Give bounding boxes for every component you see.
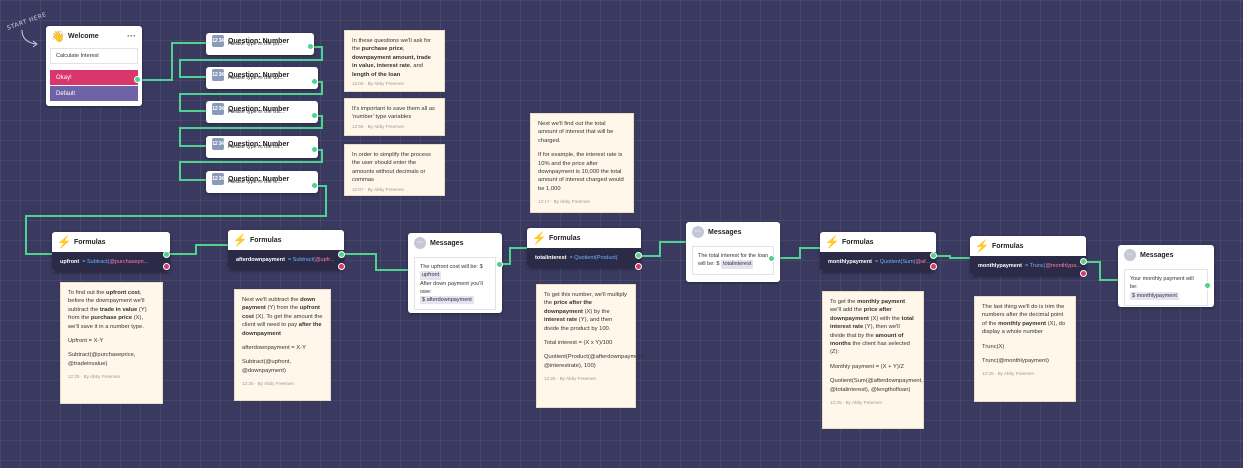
formula-success-port[interactable] (635, 252, 642, 259)
message-port[interactable] (1204, 282, 1211, 289)
question-prompt: Please type in the le... (228, 179, 283, 185)
note-timestamp: 12:25 · By Abby Freemen (544, 376, 597, 382)
messages-node-upfront[interactable]: ···Messages The upfront cost will be: $u… (408, 233, 502, 313)
formula-expression: monthlypayment= Trunc(@monthlypa... (970, 256, 1086, 276)
formula-node-totalinterest[interactable]: ⚡Formulas totalinterest= Quotient(Produc… (527, 228, 641, 268)
question-title: Question: Number (228, 37, 290, 45)
note-timestamp: 12:06 · By Abby Freemen (352, 80, 405, 86)
question-port[interactable] (311, 146, 318, 153)
question-node-loan-length[interactable]: 12 34 Question: Number Please type in the… (206, 171, 318, 193)
default-button[interactable]: Default (50, 86, 138, 101)
formula-node-trunc-monthlypayment[interactable]: ⚡Formulas monthlypayment= Trunc(@monthly… (970, 236, 1086, 276)
formula-node-upfront[interactable]: ⚡Formulas upfront= Subtract(@purchasepri… (52, 232, 170, 272)
note-trunc: The last thing we'll do is trim the numb… (974, 296, 1076, 402)
formula-success-port[interactable] (930, 252, 937, 259)
chat-bubble-icon: ··· (414, 237, 426, 249)
waving-hand-icon: 👋 (51, 30, 65, 43)
welcome-text: Calculate Interest (50, 48, 138, 64)
formula-success-port[interactable] (338, 251, 345, 258)
okay-button[interactable]: Okay! (50, 70, 138, 85)
lightning-icon: ⚡ (232, 233, 248, 247)
question-title: Question: Number (228, 105, 290, 113)
formula-error-port[interactable] (930, 263, 937, 270)
messages-node-monthlypayment[interactable]: ···Messages Your monthly payment will be… (1118, 245, 1214, 307)
lightning-icon: ⚡ (56, 235, 72, 249)
number-calendar-icon: 12 34 (212, 35, 224, 47)
message-bubble: The upfront cost will be: $upfront After… (414, 257, 496, 311)
formula-expression: afterdownpayment= Subtract(@upfr... (228, 250, 344, 270)
message-port[interactable] (768, 255, 775, 262)
note-totalinterest-calc: To get this number, we'll multiply the p… (536, 284, 645, 408)
chat-bubble-icon: ··· (692, 226, 704, 238)
question-port[interactable] (311, 112, 318, 119)
chat-bubble-icon: ··· (1124, 249, 1136, 261)
question-prompt: Please type in the int... (228, 144, 284, 150)
note-timestamp: 12:25 · By Abby Freemen (68, 374, 121, 380)
note-questions-intro: In these questions we'll ask for the pur… (344, 30, 445, 92)
note-afterdownpayment: Next we'll subtract the down payment (Y)… (234, 289, 331, 401)
note-timestamp: 12:25 · By Abby Freemen (982, 371, 1035, 377)
messages-node-totalinterest[interactable]: ···Messages The total interest for the l… (686, 222, 780, 282)
formula-error-port[interactable] (338, 263, 345, 270)
note-number-variables: It's important to save them all as 'numb… (344, 98, 445, 136)
note-timestamp: 12:25 · By Abby Freemen (242, 381, 295, 387)
formula-expression: totalinterest= Quotient(Product( (527, 248, 641, 268)
note-monthlypayment-calc: To get the monthly payment we'll add the… (822, 291, 924, 429)
question-port[interactable] (311, 182, 318, 189)
note-no-decimals: In order to simplify the process the use… (344, 144, 445, 196)
welcome-node[interactable]: 👋 Welcome ··· Calculate Interest Okay! D… (46, 26, 142, 106)
lightning-icon: ⚡ (531, 231, 547, 245)
welcome-title: Welcome (68, 32, 99, 40)
variable-chip: totalinterest (720, 260, 754, 269)
message-port[interactable] (496, 261, 503, 268)
message-bubble: The total interest for the loan will be:… (692, 246, 774, 275)
note-timestamp: 12:17 · By Abby Freemen (538, 199, 591, 205)
variable-chip: $ monthlypayment (1130, 291, 1179, 300)
more-options-icon[interactable]: ··· (127, 31, 136, 41)
start-arrow-icon (21, 29, 38, 48)
question-node-interest-rate[interactable]: 12 34 Question: Number Please type in the… (206, 136, 318, 158)
question-port[interactable] (311, 78, 318, 85)
formula-error-port[interactable] (635, 263, 642, 270)
question-title: Question: Number (228, 175, 290, 183)
formula-success-port[interactable] (1080, 258, 1087, 265)
note-total-interest: Next we'll find out the total amount of … (530, 113, 634, 213)
note-upfront-cost: To find out the upfront cost, before the… (60, 282, 163, 404)
question-prompt: Please type in the tra... (228, 109, 285, 115)
formula-node-afterdownpayment[interactable]: ⚡Formulas afterdownpayment= Subtract(@up… (228, 230, 344, 270)
welcome-okay-port[interactable] (134, 76, 141, 83)
formula-expression: upfront= Subtract(@purchasepri... (52, 252, 170, 272)
formula-error-port[interactable] (163, 263, 170, 270)
lightning-icon: ⚡ (974, 239, 990, 253)
question-port[interactable] (307, 43, 314, 50)
number-calendar-icon: 12 34 (212, 138, 224, 150)
number-calendar-icon: 12 34 (212, 103, 224, 115)
note-timestamp: 12:56 · By Abby Freemen (352, 123, 405, 129)
lightning-icon: ⚡ (824, 235, 840, 249)
formula-success-port[interactable] (163, 251, 170, 258)
question-prompt: Please type in the pu... (228, 41, 284, 47)
question-title: Question: Number (228, 71, 290, 79)
variable-chip: $ afterdownpayment (420, 296, 474, 305)
formula-error-port[interactable] (1080, 270, 1087, 277)
question-prompt: Please type in the do... (228, 75, 284, 81)
number-calendar-icon: 12 34 (212, 69, 224, 81)
formula-expression: monthlypayment= Quotient(Sum(@af... (820, 252, 936, 272)
question-node-downpayment[interactable]: 12 34 Question: Number Please type in the… (206, 67, 318, 89)
note-timestamp: 12:07 · By Abby Freemen (352, 186, 405, 192)
message-bubble: Your monthly payment will be: $ monthlyp… (1124, 269, 1208, 306)
variable-chip: upfront (420, 271, 442, 280)
question-node-trade-in[interactable]: 12 34 Question: Number Please type in the… (206, 101, 318, 123)
formula-node-monthlypayment[interactable]: ⚡Formulas monthlypayment= Quotient(Sum(@… (820, 232, 936, 272)
note-timestamp: 12:25 · By Abby Freemen (830, 399, 883, 405)
question-title: Question: Number (228, 140, 290, 148)
number-calendar-icon: 12 34 (212, 173, 224, 185)
question-node-purchase-price[interactable]: 12 34 Question: Number Please type in the… (206, 33, 314, 55)
